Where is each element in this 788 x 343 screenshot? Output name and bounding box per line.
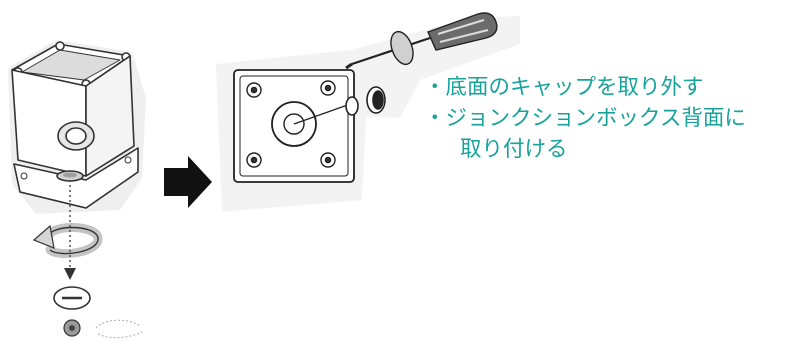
junction-box-icon: [8, 40, 146, 214]
cap-icon: [53, 286, 91, 310]
right-arrow-icon: [164, 156, 212, 208]
junction-box-back-icon: [216, 16, 520, 212]
rotate-arrow-icon: [32, 223, 103, 259]
step-remove-cap: ・底面のキャップを取り外す: [424, 75, 704, 100]
o-ring-icon: [345, 86, 386, 116]
down-arrow-icon: [64, 268, 76, 280]
step-attach-to-back: ・ジョンクションボックス背面に: [424, 106, 746, 131]
instruction-text: ・底面のキャップを取り外す ・ジョンクションボックス背面に 取り付ける: [424, 72, 786, 165]
screwdriver-icon: [345, 12, 498, 70]
step-attach-continued: 取り付ける: [460, 137, 568, 162]
screw-icon: [63, 319, 143, 339]
